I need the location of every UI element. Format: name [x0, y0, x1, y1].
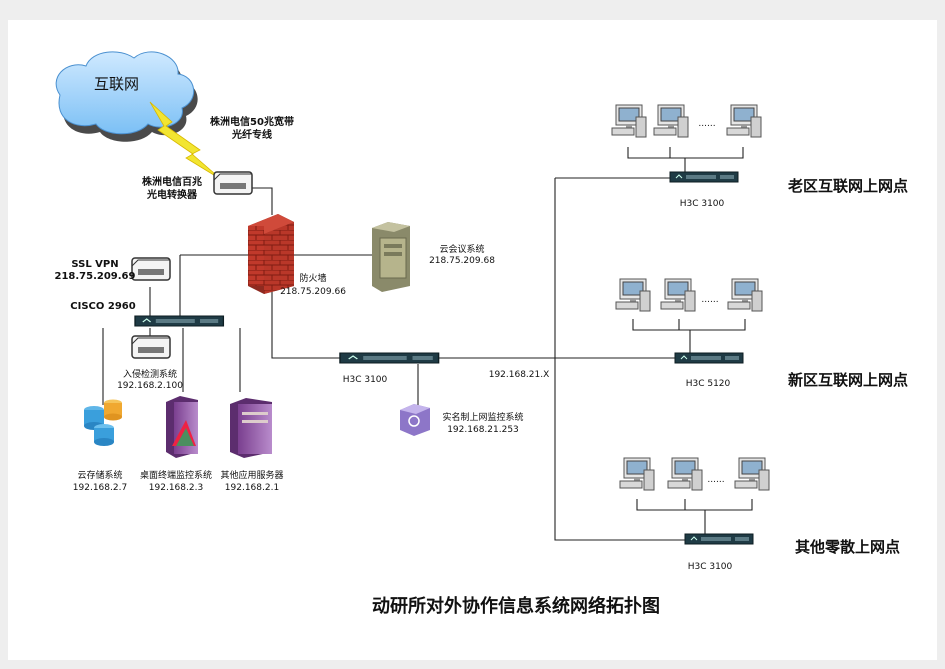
cisco-label: CISCO 2960: [70, 301, 135, 312]
link-label-line2: 光纤专线: [231, 128, 272, 141]
site3-dots: ......: [707, 475, 724, 485]
realname-ip: 192.168.21.253: [447, 425, 519, 435]
converter-label-line2: 光电转换器: [146, 188, 198, 201]
storage-icon: [84, 399, 122, 446]
site3-pc-1: [619, 457, 655, 491]
site1-dots: ......: [698, 119, 715, 129]
conference-ip: 218.75.209.68: [429, 256, 495, 266]
ids-name: 入侵检测系统: [123, 368, 177, 380]
site3-pc-2: [667, 457, 703, 491]
site1-name: 老区互联网上网点: [787, 177, 908, 195]
site2-pc-1: [615, 278, 651, 312]
site1-switch: [669, 171, 739, 183]
internet-label: 互联网: [94, 75, 139, 93]
cisco-switch: [134, 315, 225, 327]
firewall-ip: 218.75.209.66: [280, 287, 346, 297]
conference-name: 云会议系统: [439, 243, 484, 255]
desktop-monitor-ip: 192.168.2.3: [149, 483, 203, 493]
desktop-monitor-server: [166, 396, 198, 458]
storage-name: 云存储系统: [77, 469, 122, 481]
site2-dots: ......: [701, 295, 718, 305]
site3-switch: [684, 533, 754, 545]
other-servers-name: 其他应用服务器: [220, 469, 283, 481]
ssl-vpn-name: SSL VPN: [71, 259, 118, 270]
ids-ip: 192.168.2.100: [117, 381, 183, 391]
firewall-icon: [248, 214, 294, 294]
wires: [102, 147, 753, 541]
site1-pc-3: [726, 104, 762, 138]
other-servers-icon: [230, 398, 272, 458]
site2-switch-label: H3C 5120: [686, 379, 731, 389]
site2-pc-3: [727, 278, 763, 312]
realname-device-icon: [400, 404, 430, 436]
site1-pc-2: [653, 104, 689, 138]
ssl-vpn-ip: 218.75.209.69: [55, 271, 136, 282]
ids-device: [131, 335, 171, 359]
site3-name: 其他零散上网点: [795, 538, 900, 556]
storage-ip: 192.168.2.7: [73, 483, 127, 493]
internet-cloud: 互联网: [55, 51, 198, 142]
firewall-name: 防火墙: [299, 272, 326, 284]
site2-name: 新区互联网上网点: [788, 371, 908, 389]
conference-device: [372, 222, 410, 292]
diagram-title: 动研所对外协作信息系统网络拓扑图: [372, 595, 660, 617]
core-switch-label: H3C 3100: [343, 375, 388, 385]
site2-switch: [674, 352, 744, 364]
site2-pc-2: [660, 278, 696, 312]
other-servers-ip: 192.168.2.1: [225, 483, 279, 493]
site1-pc-1: [611, 104, 647, 138]
converter-label-line1: 株洲电信百兆: [142, 175, 202, 188]
link-label-line1: 株洲电信50兆宽带: [210, 115, 294, 128]
ssl-vpn-device: [131, 257, 171, 281]
site1-switch-label: H3C 3100: [680, 199, 725, 209]
converter-device: [213, 171, 253, 195]
core-switch: [339, 352, 440, 364]
desktop-monitor-name: 桌面终端监控系统: [140, 469, 212, 481]
realname-name: 实名制上网监控系统: [442, 411, 523, 423]
subnet-label: 192.168.21.X: [489, 370, 550, 380]
site3-switch-label: H3C 3100: [688, 562, 733, 572]
site3-pc-3: [734, 457, 770, 491]
